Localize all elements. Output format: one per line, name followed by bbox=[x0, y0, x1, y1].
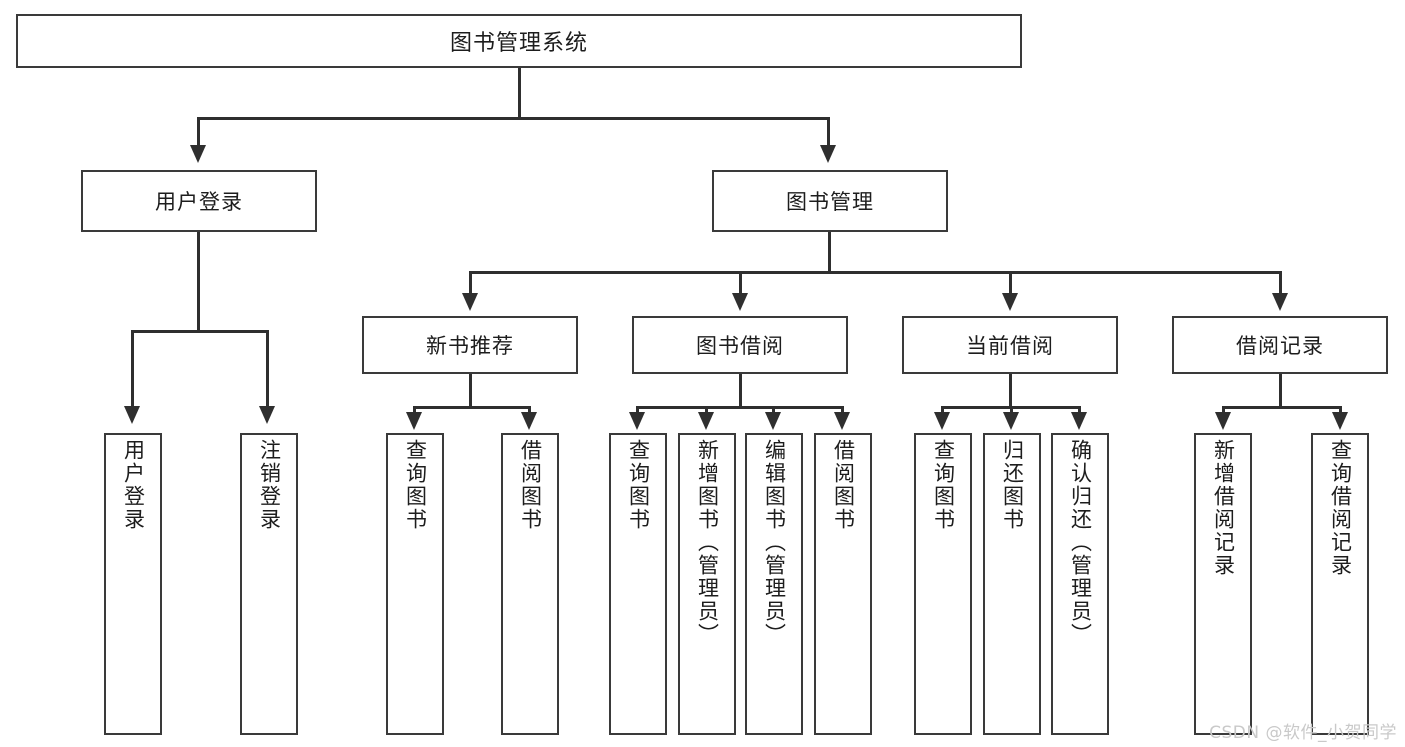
arrowhead-to-borrow-record bbox=[1272, 293, 1288, 311]
arrowhead-to-book-borrow bbox=[732, 293, 748, 311]
connector-br-drop-2 bbox=[1339, 406, 1342, 414]
arrowhead-to-leaf-borrow-book-nbr bbox=[521, 412, 537, 430]
connector-bm-drop-3 bbox=[1009, 271, 1012, 295]
connector-book-management-bus bbox=[469, 271, 1281, 274]
leaf-label: 查询图书 bbox=[931, 439, 956, 531]
leaf-label: 查询图书 bbox=[403, 439, 428, 531]
node-label: 用户登录 bbox=[155, 190, 243, 214]
node-label: 图书借阅 bbox=[696, 334, 784, 358]
leaf-label: 查询图书 bbox=[626, 439, 651, 531]
leaf-edit-book-admin[interactable]: 编辑图书（管理员） bbox=[745, 433, 803, 735]
connector-nbr-drop-1 bbox=[413, 406, 416, 414]
connector-user-login-drop-2 bbox=[266, 330, 269, 408]
arrowhead-to-leaf-query-book-cb bbox=[934, 412, 950, 430]
arrowhead-to-leaf-query-book-nbr bbox=[406, 412, 422, 430]
connector-cb-drop-1 bbox=[941, 406, 944, 414]
leaf-user-login[interactable]: 用户登录 bbox=[104, 433, 162, 735]
leaf-borrow-book-borrow[interactable]: 借阅图书 bbox=[814, 433, 872, 735]
arrowhead-to-user-login bbox=[190, 145, 206, 163]
arrowhead-to-leaf-return-book bbox=[1003, 412, 1019, 430]
arrowhead-to-leaf-borrow-book-bb bbox=[834, 412, 850, 430]
connector-bm-drop-4 bbox=[1279, 271, 1282, 295]
node-book-borrow[interactable]: 图书借阅 bbox=[632, 316, 848, 374]
arrowhead-to-leaf-add-book bbox=[698, 412, 714, 430]
node-new-book-recommend[interactable]: 新书推荐 bbox=[362, 316, 578, 374]
node-label: 当前借阅 bbox=[966, 334, 1054, 358]
connector-nbr-drop-2 bbox=[528, 406, 531, 414]
arrowhead-to-new-book-recommend bbox=[462, 293, 478, 311]
leaf-add-borrow-record[interactable]: 新增借阅记录 bbox=[1194, 433, 1252, 735]
leaf-label: 借阅图书 bbox=[518, 439, 543, 531]
connector-root-stem bbox=[518, 68, 521, 118]
connector-bm-drop-2 bbox=[739, 271, 742, 295]
leaf-add-book-admin[interactable]: 新增图书（管理员） bbox=[678, 433, 736, 735]
node-current-borrow[interactable]: 当前借阅 bbox=[902, 316, 1118, 374]
connector-cb-drop-2 bbox=[1010, 406, 1013, 414]
arrowhead-to-book-management bbox=[820, 145, 836, 163]
leaf-borrow-book-recommend[interactable]: 借阅图书 bbox=[501, 433, 559, 735]
connector-br-stem bbox=[1279, 374, 1282, 408]
connector-root-drop-1 bbox=[197, 117, 200, 147]
connector-user-login-drop-1 bbox=[131, 330, 134, 408]
arrowhead-to-current-borrow bbox=[1002, 293, 1018, 311]
arrowhead-to-leaf-add-record bbox=[1215, 412, 1231, 430]
connector-bm-drop-1 bbox=[469, 271, 472, 295]
connector-br-drop-1 bbox=[1222, 406, 1225, 414]
connector-bb-drop-4 bbox=[841, 406, 844, 414]
arrowhead-to-leaf-confirm-return bbox=[1071, 412, 1087, 430]
connector-user-login-bus bbox=[131, 330, 269, 333]
connector-cb-drop-3 bbox=[1078, 406, 1081, 414]
node-book-management[interactable]: 图书管理 bbox=[712, 170, 948, 232]
leaf-label: 编辑图书（管理员） bbox=[762, 439, 787, 646]
leaf-return-book[interactable]: 归还图书 bbox=[983, 433, 1041, 735]
connector-br-bus bbox=[1222, 406, 1342, 409]
node-label: 新书推荐 bbox=[426, 334, 514, 358]
arrowhead-to-leaf-user-login bbox=[124, 406, 140, 424]
connector-bb-drop-1 bbox=[636, 406, 639, 414]
leaf-label: 用户登录 bbox=[121, 439, 146, 531]
connector-bb-stem bbox=[739, 374, 742, 408]
connector-nbr-bus bbox=[413, 406, 531, 409]
node-label: 图书管理 bbox=[786, 190, 874, 214]
connector-bb-drop-2 bbox=[705, 406, 708, 414]
leaf-logout[interactable]: 注销登录 bbox=[240, 433, 298, 735]
leaf-label: 注销登录 bbox=[257, 439, 282, 531]
connector-bb-bus bbox=[636, 406, 844, 409]
connector-book-management-stem bbox=[828, 232, 831, 273]
csdn-watermark: CSDN @软件_小贺同学 bbox=[1209, 723, 1397, 743]
leaf-label: 确认归还（管理员） bbox=[1068, 439, 1093, 646]
connector-root-drop-2 bbox=[827, 117, 830, 147]
connector-nbr-stem bbox=[469, 374, 472, 408]
connector-cb-stem bbox=[1009, 374, 1012, 408]
arrowhead-to-leaf-edit-book bbox=[765, 412, 781, 430]
arrowhead-to-leaf-logout bbox=[259, 406, 275, 424]
connector-bb-drop-3 bbox=[772, 406, 775, 414]
arrowhead-to-leaf-query-record bbox=[1332, 412, 1348, 430]
leaf-label: 新增图书（管理员） bbox=[695, 439, 720, 646]
leaf-query-book-current[interactable]: 查询图书 bbox=[914, 433, 972, 735]
leaf-label: 查询借阅记录 bbox=[1328, 439, 1353, 577]
connector-user-login-stem bbox=[197, 232, 200, 332]
node-user-login[interactable]: 用户登录 bbox=[81, 170, 317, 232]
leaf-label: 归还图书 bbox=[1000, 439, 1025, 531]
node-label: 借阅记录 bbox=[1236, 334, 1324, 358]
leaf-query-borrow-record[interactable]: 查询借阅记录 bbox=[1311, 433, 1369, 735]
leaf-confirm-return-admin[interactable]: 确认归还（管理员） bbox=[1051, 433, 1109, 735]
leaf-query-book-borrow[interactable]: 查询图书 bbox=[609, 433, 667, 735]
leaf-label: 借阅图书 bbox=[831, 439, 856, 531]
leaf-query-book-recommend[interactable]: 查询图书 bbox=[386, 433, 444, 735]
connector-root-bus bbox=[197, 117, 830, 120]
node-root-book-management-system[interactable]: 图书管理系统 bbox=[16, 14, 1022, 68]
leaf-label: 新增借阅记录 bbox=[1211, 439, 1236, 577]
node-borrow-record[interactable]: 借阅记录 bbox=[1172, 316, 1388, 374]
arrowhead-to-leaf-query-book-bb bbox=[629, 412, 645, 430]
node-label: 图书管理系统 bbox=[449, 31, 588, 56]
